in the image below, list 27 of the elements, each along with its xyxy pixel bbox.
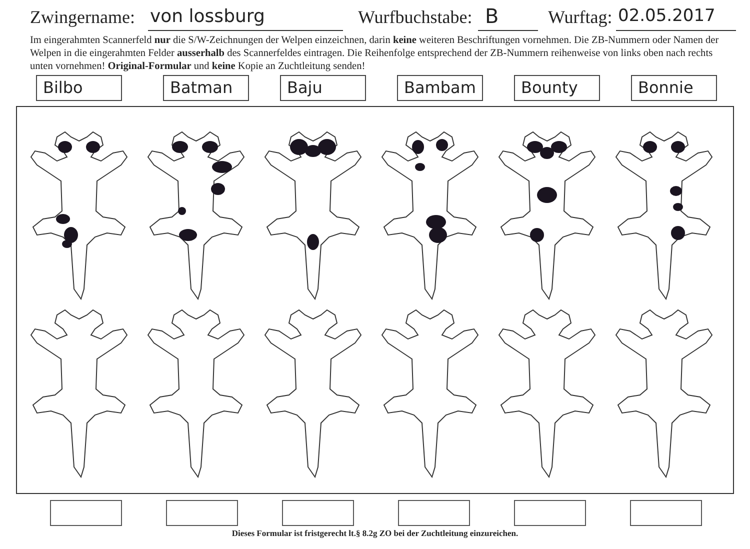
field-label: Zwingername: (30, 7, 135, 28)
blank-field (282, 500, 354, 526)
blank-field (514, 500, 586, 526)
handwritten-text: B (485, 4, 499, 28)
handwritten-name: Bounty (521, 78, 578, 97)
blank-field (398, 500, 470, 526)
handwritten-name: Bonnie (638, 78, 694, 97)
field-label: Wurftag: (548, 7, 612, 28)
handwritten-text: von lossburg (150, 6, 265, 27)
field-label: Wurfbuchstabe: (358, 7, 472, 28)
instruction-paragraph: Im eingerahmten Scannerfeld nur die S/W-Zeichnungen der Welpen einzeichnen, darin keine weiteren Beschriftungen vornehmen. Die ZB-Nummern oder Namen der Welpen in die eingerahmten Felder ausserhalb des Scannerfeldes eintragen. Die Reihenfolge entsprechend der ZB-Nummern reihenweise von links oben nach rechts unten vornehmen! Original-Formular und keine Kopie an Zuchtleitung senden! (30, 34, 720, 73)
blank-field (630, 500, 702, 526)
name-field (280, 75, 366, 101)
name-field (36, 75, 122, 101)
scanner-field-frame (16, 106, 734, 494)
name-field (514, 75, 600, 101)
handwritten-name: Baju (287, 78, 322, 97)
name-field (397, 75, 483, 101)
handwritten-name: Bilbo (43, 78, 83, 97)
footnote: Dieses Formular ist fristgerecht lt.§ 8.2g ZO bei der Zuchtleitung einzureichen. (230, 528, 520, 538)
handwritten-text: 02.05.2017 (618, 6, 716, 26)
blank-field (50, 500, 122, 526)
handwritten-name: Batman (170, 78, 233, 97)
blank-field (166, 500, 238, 526)
handwritten-name: Bambam (404, 78, 476, 97)
name-field (631, 75, 717, 101)
name-field (163, 75, 249, 101)
